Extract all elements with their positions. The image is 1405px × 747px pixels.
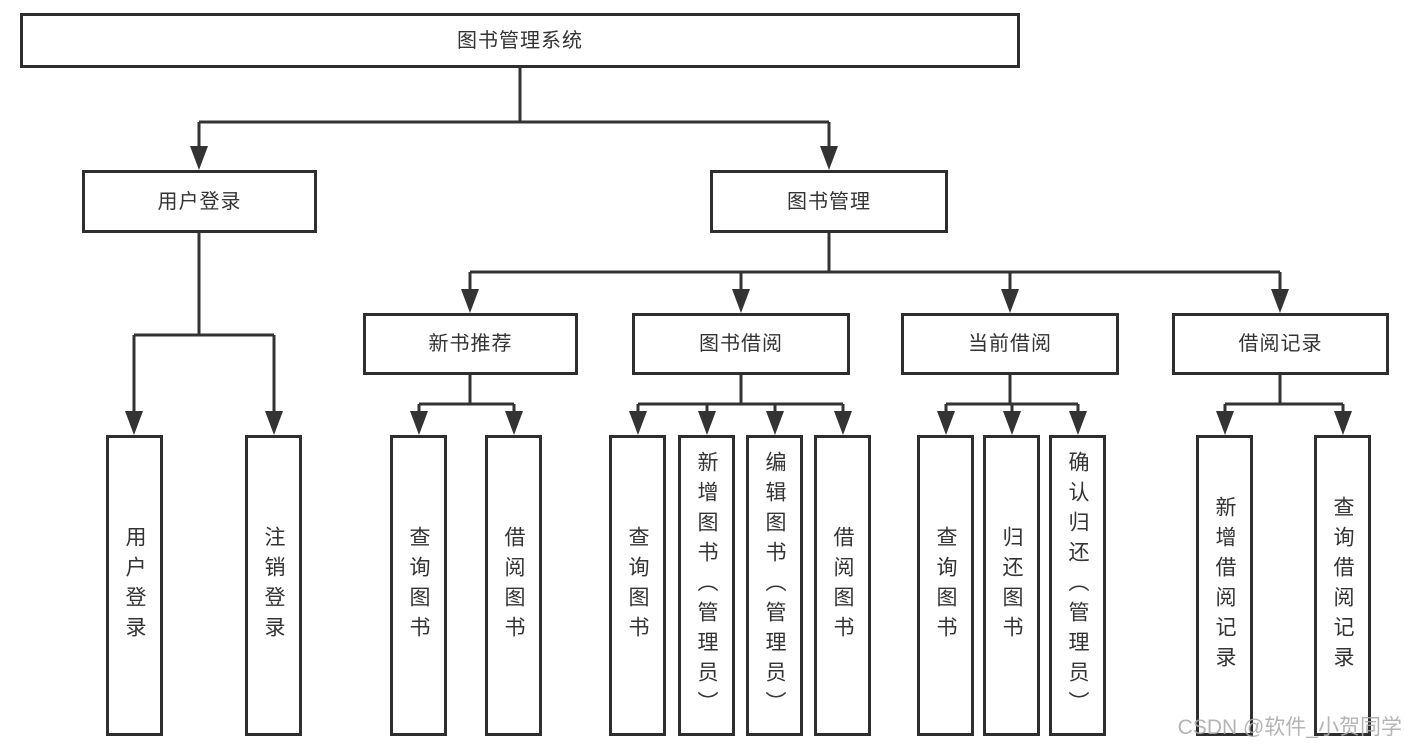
leaf-borrow-borrow-books: 借阅图书 bbox=[814, 435, 871, 736]
node-new-book-recommend: 新书推荐 bbox=[363, 313, 578, 375]
leaf-edit-book-admin: 编辑图书（管理员） bbox=[746, 435, 803, 736]
node-book-management: 图书管理 bbox=[710, 170, 948, 233]
node-book-borrow-label: 图书借阅 bbox=[699, 333, 783, 355]
leaf-user-login-label: 用户登录 bbox=[123, 525, 146, 646]
leaf-edit-book-admin-label: 编辑图书（管理员） bbox=[763, 450, 786, 721]
leaf-borrow-borrow-books-label: 借阅图书 bbox=[831, 525, 854, 646]
node-book-management-label: 图书管理 bbox=[787, 190, 871, 213]
leaf-add-book-admin: 新增图书（管理员） bbox=[678, 435, 735, 736]
leaf-newbook-borrow-books-label: 借阅图书 bbox=[502, 525, 525, 646]
tree-edges bbox=[132, 68, 1345, 415]
leaf-borrow-query-books: 查询图书 bbox=[609, 435, 666, 736]
node-current-borrow: 当前借阅 bbox=[901, 313, 1119, 375]
leaf-confirm-return-admin-label: 确认归还（管理员） bbox=[1066, 450, 1089, 721]
node-current-borrow-label: 当前借阅 bbox=[968, 333, 1052, 355]
leaf-add-borrow-record: 新增借阅记录 bbox=[1196, 435, 1253, 736]
node-book-borrow: 图书借阅 bbox=[632, 313, 850, 375]
leaf-newbook-query-books: 查询图书 bbox=[390, 435, 447, 736]
node-borrow-records: 借阅记录 bbox=[1172, 313, 1389, 375]
node-user-login-label: 用户登录 bbox=[157, 190, 242, 213]
node-user-login: 用户登录 bbox=[82, 170, 317, 233]
leaf-add-book-admin-label: 新增图书（管理员） bbox=[695, 450, 718, 721]
leaf-user-login: 用户登录 bbox=[106, 435, 163, 736]
leaf-confirm-return-admin: 确认归还（管理员） bbox=[1049, 435, 1106, 736]
leaf-return-books: 归还图书 bbox=[983, 435, 1040, 736]
leaf-newbook-borrow-books: 借阅图书 bbox=[485, 435, 542, 736]
node-new-book-recommend-label: 新书推荐 bbox=[428, 333, 513, 355]
watermark-text: CSDN @软件_小贺同学 bbox=[1177, 716, 1402, 739]
leaf-query-borrow-record: 查询借阅记录 bbox=[1314, 435, 1371, 736]
leaf-logout-label: 注销登录 bbox=[262, 525, 285, 646]
leaf-current-query-books-label: 查询图书 bbox=[934, 525, 957, 646]
node-borrow-records-label: 借阅记录 bbox=[1238, 333, 1323, 355]
leaf-query-borrow-record-label: 查询借阅记录 bbox=[1331, 495, 1354, 676]
leaf-return-books-label: 归还图书 bbox=[1000, 525, 1023, 646]
arrow-heads bbox=[125, 146, 1352, 435]
leaf-current-query-books: 查询图书 bbox=[917, 435, 974, 736]
leaf-logout: 注销登录 bbox=[245, 435, 302, 736]
node-root: 图书管理系统 bbox=[20, 13, 1020, 68]
leaf-newbook-query-books-label: 查询图书 bbox=[407, 525, 430, 646]
leaf-borrow-query-books-label: 查询图书 bbox=[626, 525, 649, 646]
node-root-label: 图书管理系统 bbox=[457, 29, 583, 52]
leaf-add-borrow-record-label: 新增借阅记录 bbox=[1213, 495, 1236, 676]
